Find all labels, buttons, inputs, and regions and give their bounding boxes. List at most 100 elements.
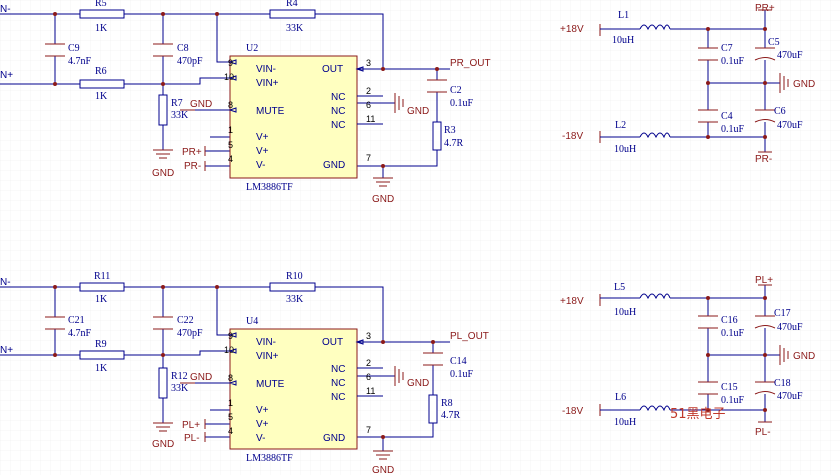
c21-ref: C21 — [68, 315, 85, 326]
inductor-l1 — [639, 24, 671, 31]
svg-text:11: 11 — [366, 114, 375, 124]
inductor-l2 — [639, 132, 671, 139]
r6-value: 1K — [95, 91, 108, 102]
svg-text:8: 8 — [228, 100, 233, 110]
svg-text:V+: V+ — [256, 419, 269, 430]
vminus-port-label: PL- — [184, 433, 200, 444]
resistor-r4 — [269, 9, 316, 19]
l1-value: 10uH — [612, 35, 634, 46]
c22-value: 470pF — [177, 328, 203, 339]
gnd-label: GND — [372, 465, 394, 475]
r9-ref: R9 — [95, 339, 107, 350]
capacitor-c18 — [754, 381, 776, 395]
svg-text:OUT: OUT — [322, 337, 343, 348]
l5-ref: L5 — [614, 282, 625, 293]
input-plus-label: N+ — [0, 345, 13, 356]
ground-icon — [779, 345, 789, 365]
svg-text:1: 1 — [228, 398, 233, 408]
svg-text:NC: NC — [331, 92, 345, 103]
amplifier-right-channel: N- N+ R5 1K — [0, 0, 491, 205]
c4-ref: C4 — [721, 111, 733, 122]
vneg-label: -18V — [562, 406, 583, 417]
c9-ref: C9 — [68, 43, 80, 54]
r3-ref: R3 — [444, 125, 456, 136]
c21-value: 4.7nF — [68, 328, 92, 339]
svg-text:V-: V- — [256, 160, 265, 171]
svg-text:3: 3 — [366, 58, 371, 68]
capacitor-c6 — [754, 109, 776, 123]
vpos-label: +18V — [560, 24, 584, 35]
output-net-label: PR_OUT — [450, 58, 491, 69]
svg-text:9: 9 — [228, 58, 233, 68]
ic-u2 — [229, 55, 358, 179]
svg-text:5: 5 — [228, 140, 233, 150]
input-plus-label: N+ — [0, 70, 13, 81]
svg-text:VIN+: VIN+ — [256, 351, 279, 362]
c8-ref: C8 — [177, 43, 189, 54]
l6-ref: L6 — [615, 392, 626, 403]
svg-text:9: 9 — [228, 331, 233, 341]
r5-ref: R5 — [95, 0, 107, 9]
vplus-port-label: PR+ — [182, 147, 202, 158]
vminus-port-label: PR- — [184, 161, 201, 172]
inductor-l5 — [639, 293, 671, 300]
amplifier-left-channel: N- N+ R11 1K R10 33K — [0, 271, 489, 475]
c22-ref: C22 — [177, 315, 194, 326]
r12-value: 33K — [171, 383, 189, 394]
svg-text:2: 2 — [366, 358, 371, 368]
c2-value: 0.1uF — [450, 98, 474, 109]
inductor-l6 — [639, 405, 671, 412]
capacitor-c17 — [754, 315, 776, 329]
svg-text:10: 10 — [224, 345, 234, 355]
svg-text:GND: GND — [323, 433, 345, 444]
rail-neg-label: PL- — [755, 427, 771, 438]
ground-icon — [373, 450, 393, 460]
svg-text:MUTE: MUTE — [256, 379, 285, 390]
vplus-port-label: PL+ — [182, 420, 200, 431]
resistor-r3 — [432, 121, 442, 151]
ic-ref: U2 — [246, 43, 258, 54]
mute-gnd-label: GND — [190, 99, 212, 110]
resistor-r8 — [428, 394, 438, 424]
c9-value: 4.7nF — [68, 56, 92, 67]
capacitor-c5 — [754, 47, 776, 61]
c5-ref: C5 — [768, 37, 780, 48]
svg-text:NC: NC — [331, 120, 345, 131]
svg-text:6: 6 — [366, 372, 371, 382]
input-minus-label: N- — [0, 277, 11, 288]
r4-ref: R4 — [286, 0, 298, 9]
c2-ref: C2 — [450, 85, 462, 96]
resistor-r11 — [79, 282, 125, 292]
svg-text:V-: V- — [256, 433, 265, 444]
l5-value: 10uH — [614, 307, 636, 318]
ground-icon — [779, 73, 789, 93]
svg-text:2: 2 — [366, 86, 371, 96]
capacitor-c21 — [45, 316, 65, 330]
gnd-label: GND — [793, 79, 815, 90]
rail-pos-label: PL+ — [755, 275, 773, 286]
svg-text:6: 6 — [366, 100, 371, 110]
power-supply-right: +18V -18V L1 10uH L2 10uH C7 0.1uF C4 0.… — [560, 3, 815, 165]
svg-text:4: 4 — [228, 154, 233, 164]
resistor-r5 — [79, 9, 125, 19]
l2-value: 10uH — [614, 144, 636, 155]
ground-icon — [153, 422, 173, 432]
capacitor-c8 — [153, 43, 173, 57]
c14-ref: C14 — [450, 356, 467, 367]
resistor-r10 — [269, 282, 316, 292]
r7-ref: R7 — [171, 98, 183, 109]
capacitor-c15 — [698, 381, 718, 395]
rail-pos-label: PR+ — [755, 3, 775, 14]
svg-text:NC: NC — [331, 364, 345, 375]
gnd-label: GND — [372, 194, 394, 205]
c7-value: 0.1uF — [721, 56, 745, 67]
svg-text:NC: NC — [331, 106, 345, 117]
svg-text:V+: V+ — [256, 132, 269, 143]
c17-value: 470uF — [777, 322, 803, 333]
rail-neg-label: PR- — [755, 154, 772, 165]
capacitor-c22 — [153, 316, 173, 330]
input-minus-label: N- — [0, 4, 11, 15]
svg-text:5: 5 — [228, 412, 233, 422]
